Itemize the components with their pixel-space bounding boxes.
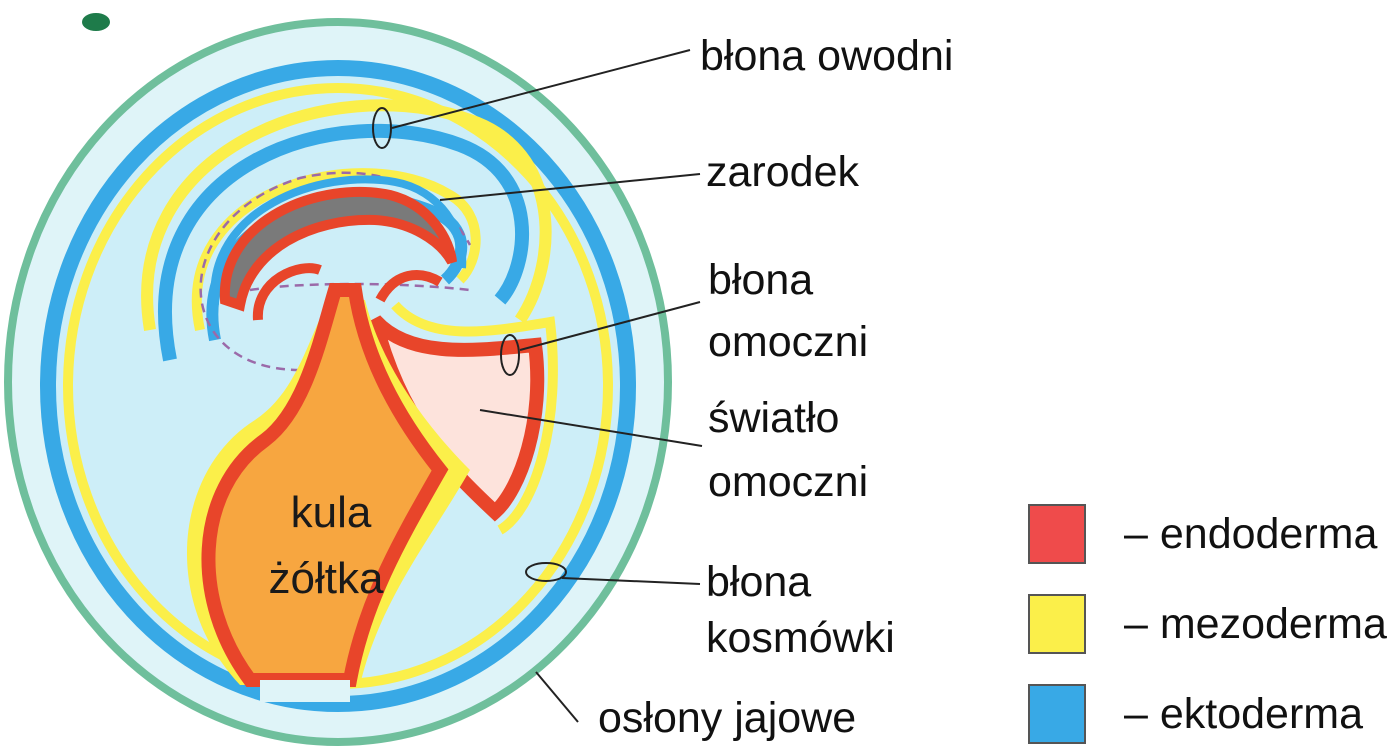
legend-label-ektoderma: – ektoderma xyxy=(1124,688,1363,740)
leader-oslony-jajowe xyxy=(536,672,578,722)
label-swiatlo-omoczni-line1: światło xyxy=(708,392,839,444)
yolk-sac-opening xyxy=(260,680,350,702)
label-blona-owodni: błona owodni xyxy=(700,30,953,82)
legend-swatch-ektoderma xyxy=(1028,684,1086,744)
legend-swatch-mezoderma xyxy=(1028,594,1086,654)
label-zarodek: zarodek xyxy=(706,146,859,198)
legend-swatch-endoderma xyxy=(1028,504,1086,564)
label-blona-omoczni-line2: omoczni xyxy=(708,316,868,368)
label-oslony-jajowe: osłony jajowe xyxy=(598,692,856,744)
label-blona-kosmowki-line1: błona xyxy=(706,556,811,608)
legend-mezoderma: – mezoderma xyxy=(1028,594,1388,660)
legend-label-mezoderma: – mezoderma xyxy=(1124,598,1387,650)
green-spot xyxy=(82,13,110,31)
label-blona-kosmowki-line2: kosmówki xyxy=(706,612,895,664)
label-kula-zoltka-line2: żółtka xyxy=(256,552,396,606)
label-blona-omoczni-line1: błona xyxy=(708,254,813,306)
label-kula-zoltka-line1: kula xyxy=(276,486,386,540)
label-swiatlo-omoczni-line2: omoczni xyxy=(708,456,868,508)
legend-label-endoderma: – endoderma xyxy=(1124,508,1377,560)
legend-ektoderma: – ektoderma xyxy=(1028,684,1388,750)
legend-endoderma: – endoderma xyxy=(1028,504,1388,570)
